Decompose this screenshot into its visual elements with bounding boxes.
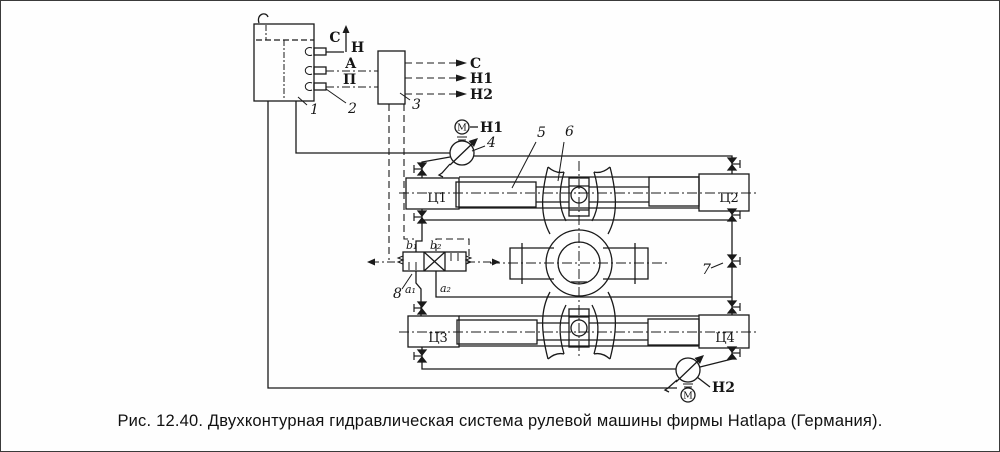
cylinder-c4 bbox=[698, 314, 750, 349]
station-signals: С Н А П bbox=[326, 29, 378, 88]
spring-icon bbox=[396, 255, 405, 265]
pump2-icon bbox=[675, 357, 701, 383]
motor2-label: М bbox=[683, 391, 693, 402]
connector-plug bbox=[313, 82, 327, 91]
control-unit: С Н1 Н2 bbox=[377, 50, 493, 105]
signal-n-label: Н bbox=[351, 40, 364, 56]
output-h1-label: Н1 bbox=[470, 71, 493, 87]
cylinder-c1-label: Ц1 bbox=[427, 191, 447, 206]
cylinder-c3-label: Ц3 bbox=[428, 331, 448, 346]
output-c-label: С bbox=[470, 56, 481, 72]
connector-plug bbox=[313, 47, 327, 56]
pump2-label: Н2 bbox=[712, 380, 735, 396]
ram-right bbox=[648, 176, 700, 207]
motor1-label: М bbox=[457, 123, 467, 134]
port-a1-label: a₁ bbox=[405, 283, 416, 296]
crosshead-top bbox=[568, 177, 590, 217]
signal-p-label: П bbox=[343, 72, 356, 88]
cylinder-c3 bbox=[407, 315, 460, 348]
control-lines bbox=[388, 62, 470, 260]
hydraulic-schematic: С Н А П С Н1 Н2 М Н1 М Н2 bbox=[253, 13, 757, 403]
handwheel-icon bbox=[257, 13, 269, 24]
callout-6: 6 bbox=[565, 124, 574, 140]
pump1-icon bbox=[449, 140, 475, 166]
callout-8: 8 bbox=[393, 286, 402, 302]
signal-a-label: А bbox=[345, 56, 357, 72]
cylinder-c4-label: Ц4 bbox=[715, 331, 735, 346]
tiller-hub bbox=[545, 229, 613, 297]
spring-icon bbox=[464, 255, 473, 265]
ram-left bbox=[455, 181, 537, 208]
fork-top bbox=[542, 166, 551, 235]
pump1-label: Н1 bbox=[480, 120, 503, 136]
port-b2-label: b₂ bbox=[430, 239, 441, 252]
motor1-icon bbox=[454, 119, 470, 135]
fork-bottom bbox=[542, 291, 551, 360]
callout-2: 2 bbox=[347, 101, 357, 117]
signal-c-label: С bbox=[329, 30, 340, 46]
crosshead-bottom bbox=[568, 308, 590, 348]
callout-1: 1 bbox=[310, 102, 319, 118]
trunnion-right bbox=[603, 247, 649, 280]
cylinder-c2 bbox=[698, 173, 750, 212]
tiller bbox=[509, 166, 649, 360]
figure-caption: Рис. 12.40. Двухконтурная гидравлическая… bbox=[117, 412, 883, 430]
cylinder-pair-top: Ц1 Ц2 bbox=[405, 173, 750, 212]
cylinder-c2-label: Ц2 bbox=[719, 191, 739, 206]
directional-valve: b₁ b₂ a₁ a₂ bbox=[396, 239, 473, 296]
output-h2-label: Н2 bbox=[470, 87, 493, 103]
steering-control-station bbox=[253, 13, 327, 102]
bypass-valve-7 bbox=[727, 254, 741, 268]
pump-unit-1: М Н1 bbox=[437, 119, 503, 178]
callout-3: 3 bbox=[412, 97, 421, 113]
port-a2-label: a₂ bbox=[440, 282, 451, 295]
cylinder-pair-bottom: Ц3 Ц4 bbox=[407, 314, 750, 349]
pump-unit-2: М Н2 bbox=[663, 355, 735, 403]
arrowheads bbox=[342, 25, 500, 266]
callout-7: 7 bbox=[702, 262, 711, 278]
callout-4: 4 bbox=[486, 135, 496, 151]
callouts: 1 2 3 4 5 6 7 8 bbox=[297, 88, 724, 302]
centerlines bbox=[399, 161, 757, 359]
shutoff-valves bbox=[413, 157, 741, 363]
callout-5: 5 bbox=[537, 125, 546, 141]
motor2-icon bbox=[680, 387, 696, 403]
ram-left bbox=[456, 319, 538, 345]
trunnion-left bbox=[509, 247, 554, 280]
cylinder-c1 bbox=[405, 177, 460, 210]
port-b1-label: b₁ bbox=[406, 239, 417, 252]
connector-plug bbox=[313, 66, 327, 75]
